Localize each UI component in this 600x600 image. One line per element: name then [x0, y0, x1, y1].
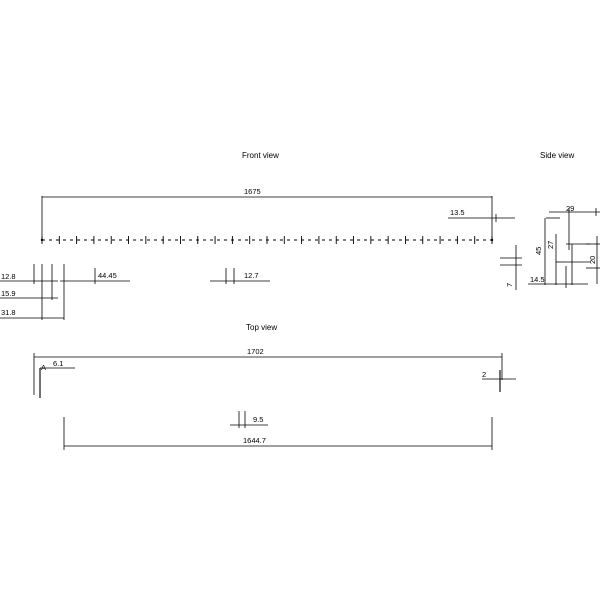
front-view: Front view 1675 13.5 12.8 15.9 3	[0, 151, 522, 320]
dim-front-height: 7	[500, 245, 522, 290]
dim-front-offset: 13.5	[448, 208, 515, 222]
front-view-title: Front view	[242, 151, 279, 160]
dim-top-9-5-label: 9.5	[253, 415, 263, 424]
dim-side-45: 45	[534, 217, 560, 285]
dim-top-2: 2	[482, 370, 516, 392]
dim-side-14-5-label: 14.5	[530, 275, 545, 284]
end-point	[40, 238, 44, 242]
dim-front-length: 1675	[41, 187, 493, 240]
side-view: Side view 29 45 27	[528, 151, 600, 288]
dim-side-29: 29	[549, 204, 600, 250]
dim-top-inner: 1644.7	[63, 417, 493, 450]
dim-front-offset-label: 13.5	[450, 208, 465, 217]
dim-top-9-5: 9.5	[230, 411, 268, 428]
dim-side-20-label: 20	[588, 256, 597, 264]
dim-31-8-label: 31.8	[1, 308, 16, 317]
side-view-title: Side view	[540, 151, 574, 160]
dim-side-45-label: 45	[534, 247, 543, 255]
top-view-title: Top view	[246, 323, 277, 332]
dim-side-14-5: 14.5	[528, 266, 588, 288]
dim-top-2-label: 2	[482, 370, 486, 379]
hole-row	[40, 236, 494, 244]
dim-side-20: 20	[586, 236, 600, 284]
dim-front-length-label: 1675	[244, 187, 261, 196]
dim-side-29-label: 29	[566, 204, 574, 213]
top-view: Top view 1702 6.1 A 2 9.5	[33, 323, 516, 450]
dim-top-length: 1702	[33, 347, 503, 395]
dim-pitch-44-45: 44.45	[60, 268, 130, 284]
marker-a: A	[41, 363, 46, 372]
dim-15-9-label: 15.9	[1, 289, 16, 298]
end-point	[490, 238, 494, 242]
dim-front-height-label: 7	[505, 283, 514, 287]
dim-44-45-label: 44.45	[98, 271, 117, 280]
dim-12-7-label: 12.7	[244, 271, 259, 280]
dim-left-end: 12.8 15.9 31.8	[0, 264, 65, 320]
dim-side-27-label: 27	[546, 241, 555, 249]
dim-top-6-1: 6.1 A	[39, 359, 75, 398]
dim-top-length-label: 1702	[247, 347, 264, 356]
dim-top-inner-label: 1644.7	[243, 436, 266, 445]
dim-12-8-label: 12.8	[1, 272, 16, 281]
dim-top-6-1-label: 6.1	[53, 359, 63, 368]
side-profile	[556, 243, 590, 285]
dim-side-27: 27	[546, 234, 557, 285]
dim-pitch-12-7: 12.7	[210, 268, 270, 284]
